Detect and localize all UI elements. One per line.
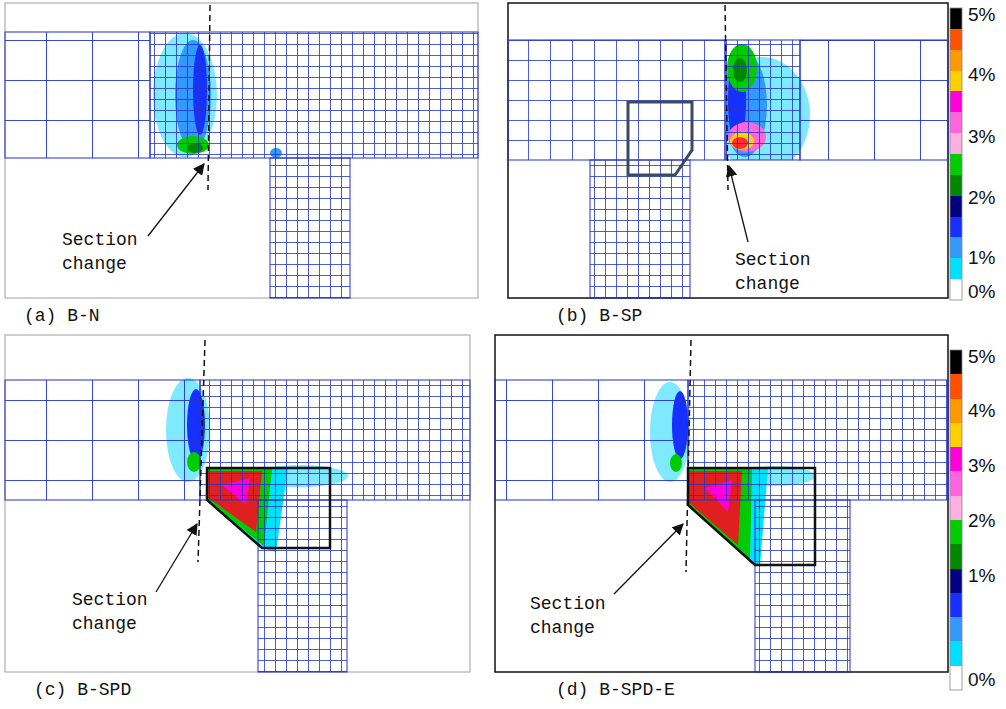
section-line	[725, 5, 728, 190]
beam-mesh	[725, 40, 800, 160]
damper-outline	[207, 468, 330, 548]
column-mesh	[590, 160, 690, 298]
scale-value: 4%	[968, 398, 995, 424]
scale-value: 0%	[968, 667, 995, 693]
scale-value: 5%	[968, 344, 995, 370]
annotation-label: Section change	[530, 592, 622, 641]
panel-caption: (a) B-N	[24, 304, 100, 328]
section-line	[208, 5, 210, 190]
damper-outline	[628, 102, 692, 175]
panel-frame	[508, 3, 948, 298]
panel-a	[5, 3, 478, 298]
panel-b	[508, 3, 962, 300]
panel-frame	[5, 3, 478, 298]
beam-mesh	[150, 32, 478, 158]
panel-caption: (b) B-SP	[556, 304, 642, 328]
beam-mesh	[495, 380, 688, 500]
panel-c	[5, 335, 470, 672]
color-scale-bar	[950, 350, 962, 690]
scale-value: 1%	[968, 245, 995, 271]
annotation-label: Section change	[62, 228, 154, 277]
column-mesh	[755, 500, 850, 672]
beam-mesh	[800, 40, 948, 160]
panel-caption: (d) B-SPD-E	[556, 678, 675, 702]
beam-mesh	[5, 32, 150, 158]
column-mesh	[258, 500, 347, 672]
annotation-label: Section change	[72, 588, 164, 637]
beam-mesh	[5, 380, 200, 500]
leader-arrow	[729, 166, 748, 242]
scale-value: 3%	[968, 124, 995, 150]
panel-caption: (c) B-SPD	[34, 678, 131, 702]
scale-value: 3%	[968, 453, 995, 479]
damper-outline	[688, 468, 815, 565]
annotation-label: Section change	[735, 248, 827, 297]
panel-d	[495, 335, 962, 690]
leader-arrow	[148, 164, 204, 236]
scale-value: 4%	[968, 62, 995, 88]
section-line	[686, 340, 691, 572]
scale-value: 0%	[968, 279, 995, 305]
section-line	[198, 340, 205, 562]
beam-mesh	[200, 380, 470, 500]
scale-value: 2%	[968, 185, 995, 211]
beam-mesh	[688, 380, 948, 500]
leader-arrow	[156, 524, 197, 592]
scale-value: 1%	[968, 563, 995, 589]
panel-frame	[495, 335, 948, 672]
scale-value: 5%	[968, 2, 995, 28]
leader-arrow	[614, 524, 683, 594]
panel-frame	[5, 335, 470, 672]
scale-value: 2%	[968, 508, 995, 534]
column-mesh	[270, 158, 350, 298]
color-scale-bar	[950, 8, 962, 300]
